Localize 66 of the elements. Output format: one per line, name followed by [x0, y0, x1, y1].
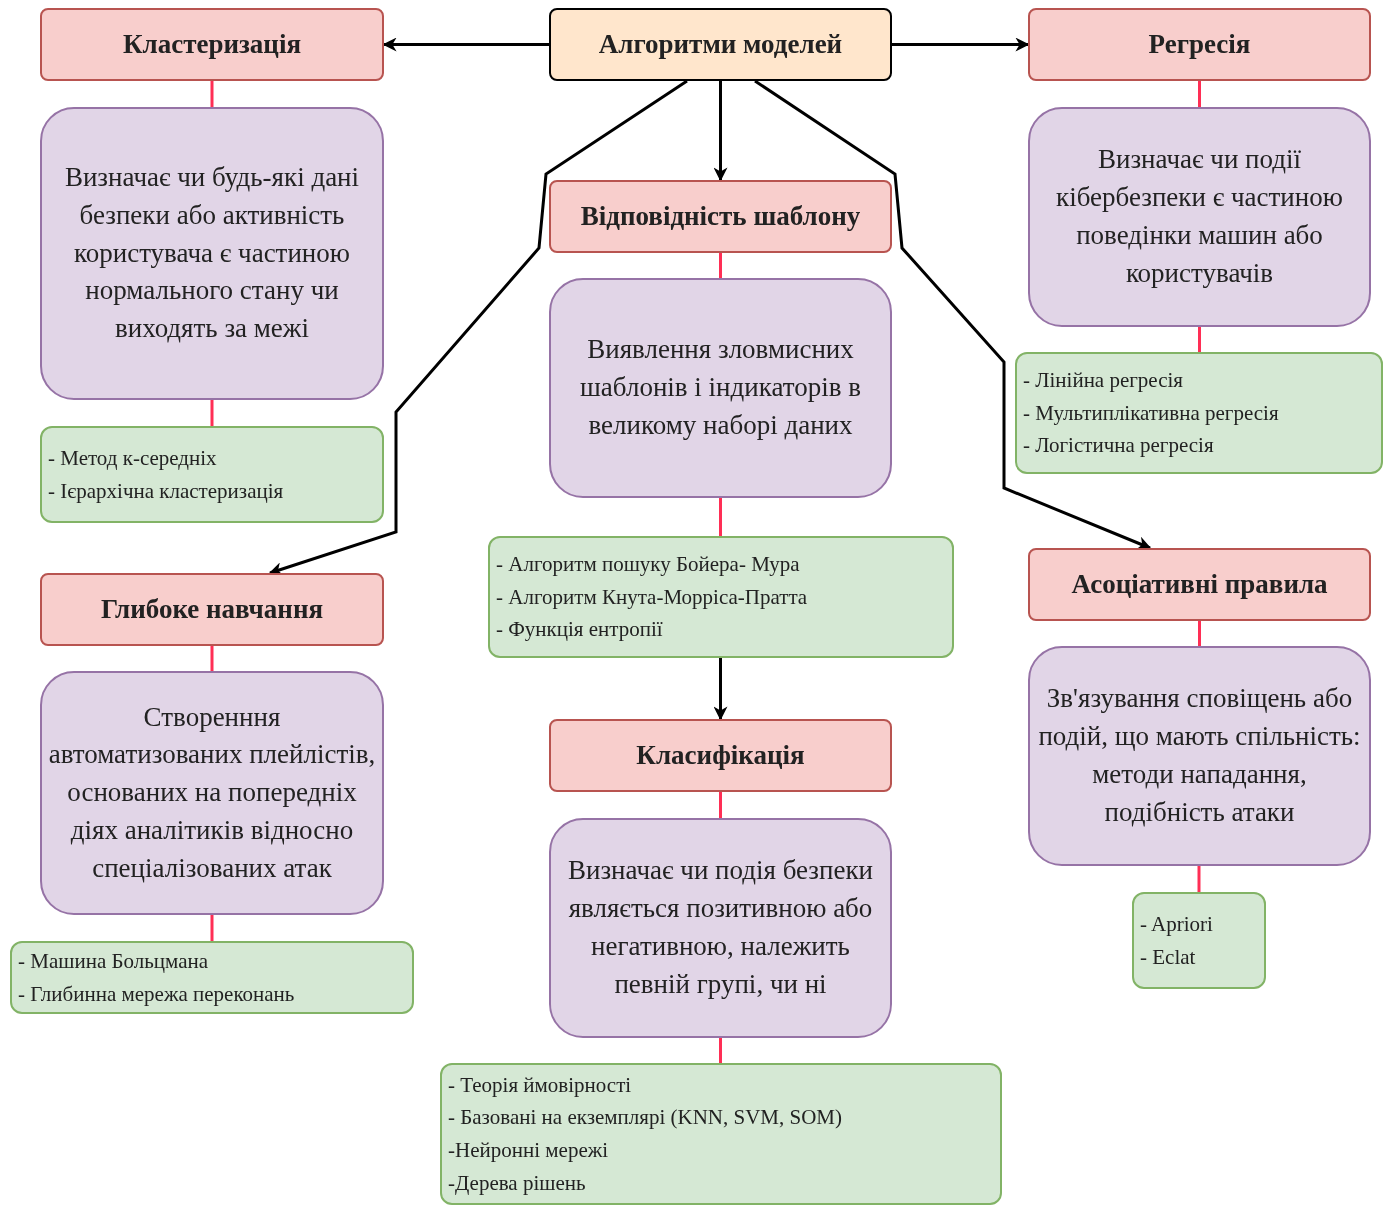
list-item: - Логістична регресія — [1023, 432, 1215, 460]
description-box — [1028, 646, 1371, 866]
category-title: Кластеризація — [122, 29, 301, 60]
category-box — [40, 8, 384, 81]
connector-line — [719, 1038, 722, 1063]
description-text: Визначає чи подія безпеки являється позитивною або негативною, належить певній групі, чи ні — [566, 854, 875, 1001]
method-list-box — [40, 426, 384, 523]
connector-line — [210, 400, 214, 426]
root-box — [549, 8, 892, 81]
category-title: Відповідність шаблону — [580, 201, 861, 232]
description-box — [40, 107, 384, 400]
category-title: Глибоке навчання — [100, 594, 324, 625]
list-item: - Функція ентропії — [496, 616, 664, 644]
method-list-box — [10, 941, 414, 1014]
method-list-box — [1132, 892, 1266, 989]
list-item: - Мультиплікативна регресія — [1023, 399, 1280, 427]
list-item: -Нейронні мережі — [448, 1137, 610, 1164]
list-item: - Apriori — [1140, 910, 1214, 938]
category-box — [549, 180, 892, 253]
description-box — [1028, 107, 1371, 327]
method-list-box — [440, 1063, 1002, 1205]
description-text: Визначає чи будь-які дані безпеки або активність користувача є частиною нормального стану чи виходять за межі — [63, 161, 361, 346]
description-text: Зв'язування сповіщень або подій, що мають спільність: методи нападання, подібність атаки — [1037, 682, 1362, 829]
list-item: -Дерева рішень — [448, 1169, 587, 1197]
arrow — [713, 81, 728, 182]
list-item: - Теорія ймовірності — [448, 1071, 633, 1099]
method-list-box — [488, 536, 954, 658]
arrow — [713, 658, 728, 721]
arrow — [754, 79, 1152, 550]
connector-line — [210, 915, 214, 941]
category-box — [1028, 548, 1371, 621]
arrow — [268, 79, 688, 576]
method-list-box — [1015, 352, 1383, 474]
list-item: - Метод к-середніх — [48, 444, 218, 472]
connector-line — [1198, 327, 1201, 352]
list-item: - Глибинна мережа переконань — [18, 980, 296, 1008]
connector-line — [719, 253, 722, 278]
list-item: - Eclat — [1140, 943, 1197, 971]
list-item: - Машина Больцмана — [18, 947, 210, 975]
connector-line — [1197, 866, 1201, 892]
list-item: - Базовані на екземплярі (KNN, SVM, SOM) — [448, 1104, 844, 1132]
list-item: - Лінійна регресія — [1023, 367, 1185, 395]
connector-line — [210, 81, 214, 107]
connector-line — [210, 646, 214, 671]
category-box — [40, 573, 384, 646]
root-title: Алгоритми моделей — [598, 29, 843, 60]
connector-line — [1198, 81, 1201, 107]
description-text: Створенння автоматизованих плейлістів, основаних на попередніх діях аналітиків відносно спеціалізованих атак — [48, 700, 376, 885]
connector-line — [719, 498, 722, 536]
list-item: - Ієрархічна кластеризація — [48, 477, 285, 505]
connector-line — [719, 792, 722, 818]
arrow — [892, 37, 1030, 52]
description-text: Виявлення зловмисних шаблонів і індикаторів в великому наборі даних — [579, 333, 862, 442]
connector-line — [1198, 621, 1201, 646]
category-box — [1028, 8, 1371, 81]
category-title: Регресія — [1148, 29, 1251, 60]
arrow — [382, 37, 549, 52]
description-box — [40, 671, 384, 915]
category-title: Асоціативні правила — [1071, 569, 1328, 600]
list-item: - Алгоритм Кнута-Морріса-Пратта — [496, 583, 809, 611]
category-box — [549, 719, 892, 792]
description-box — [549, 818, 892, 1038]
description-text: Визначає чи події кібербезпеки є частиною поведінки машин або користувачів — [1055, 143, 1344, 290]
list-item: - Алгоритм пошуку Бойера- Мура — [496, 551, 801, 579]
description-box — [549, 278, 892, 498]
category-title: Класифікація — [636, 740, 805, 771]
